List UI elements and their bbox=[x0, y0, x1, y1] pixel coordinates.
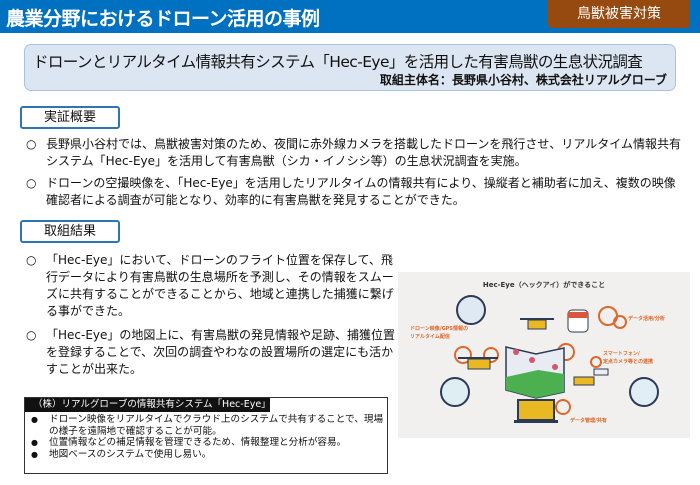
bullet-text: 長野県小谷村では、鳥獣被害対策のため、夜間に赤外線カメラを搭載したドローンを飛行… bbox=[46, 137, 682, 168]
folded-map-icon bbox=[505, 346, 565, 399]
page-title: 農業分野におけるドローン活用の事例 bbox=[6, 8, 320, 30]
list-item: 位置情報などの補足情報を管理できるため、情報整理と分析が容易。 bbox=[25, 437, 387, 449]
case-title: ドローンとリアルタイム情報共有システム「Hec-Eye」を活用した有害鳥獣の生息… bbox=[33, 53, 643, 71]
hec-eye-illustration: Hec-Eye（ヘックアイ）ができること ドローン映像/GPS情報の リアルタイ… bbox=[398, 272, 690, 438]
database-icon bbox=[567, 309, 589, 333]
laptop-icon bbox=[514, 399, 558, 423]
figure-label: データ管理/共有 bbox=[570, 417, 607, 424]
list-item: ドローン映像をリアルタイムでクラウド上のシステムで共有することで、現場の様子を遠… bbox=[25, 414, 387, 437]
bullet-text: 「Hec-Eye」の地図上に、有害鳥獣の発見情報や足跡、捕獲位置を登録することで… bbox=[46, 328, 396, 376]
city-scene-icon bbox=[456, 295, 486, 325]
drone-icon bbox=[520, 318, 554, 330]
section-label-overview: 実証概要 bbox=[20, 106, 120, 129]
figure-title: Hec-Eye（ヘックアイ）ができること bbox=[483, 280, 605, 289]
list-item: ○ 「Hec-Eye」の地図上に、有害鳥獣の発見情報や足跡、捕獲位置を登録すること… bbox=[26, 327, 398, 378]
list-item: ○ 長野県小谷村では、鳥獣被害対策のため、夜間に赤外線カメラを搭載したドローンを飛… bbox=[26, 136, 686, 169]
circle-bullet-icon: ○ bbox=[26, 253, 37, 267]
drone-icon bbox=[458, 357, 498, 370]
category-badge: 鳥獣被害対策 bbox=[548, 0, 690, 28]
circle-bullet-icon: ○ bbox=[26, 176, 37, 190]
bullet-text: ドローンの空撮映像を、「Hec-Eye」を活用したリアルタイムの情報共有により、… bbox=[46, 176, 676, 207]
list-item: ○ 「Hec-Eye」において、ドローンのフライト位置を保存して、飛行データにより… bbox=[26, 252, 398, 320]
subtitle-box: ドローンとリアルタイム情報共有システム「Hec-Eye」を活用した有害鳥獣の生息… bbox=[24, 44, 676, 91]
figure-label: 定点カメラ等との連携 bbox=[602, 358, 653, 365]
street-scene-icon bbox=[629, 377, 659, 407]
figure-label: リアルタイム配信 bbox=[410, 333, 450, 340]
organization: 取組主体名：長野県小谷村、株式会社リアルグローブ bbox=[379, 73, 667, 87]
results-bullet-list: ○ 「Hec-Eye」において、ドローンのフライト位置を保存して、飛行データにより… bbox=[26, 252, 398, 378]
overview-box: （株）リアルグローブの情報共有システム「Hec-Eye」の概要 ドローン映像をリ… bbox=[24, 397, 388, 474]
figure-label: ドローン映像/GPS情報の bbox=[410, 325, 468, 332]
bullet-text: 「Hec-Eye」において、ドローンのフライト位置を保存して、飛行データにより有… bbox=[46, 253, 394, 318]
list-item: 地図ベースのシステムで使用し易い。 bbox=[25, 449, 387, 461]
camera-icon bbox=[573, 368, 609, 386]
overview-title: （株）リアルグローブの情報共有システム「Hec-Eye」の概要 bbox=[25, 398, 299, 412]
section-label-results: 取組結果 bbox=[20, 220, 120, 243]
circle-bullet-icon: ○ bbox=[26, 137, 37, 151]
forest-scene-icon bbox=[440, 377, 470, 407]
figure-label: スマートフォン/ bbox=[603, 351, 640, 357]
list-item: ○ ドローンの空撮映像を、「Hec-Eye」を活用したリアルタイムの情報共有により… bbox=[26, 175, 686, 208]
overview-bullet-list: ○ 長野県小谷村では、鳥獣被害対策のため、夜間に赤外線カメラを搭載したドローンを飛… bbox=[26, 136, 686, 208]
circle-bullet-icon: ○ bbox=[26, 328, 37, 342]
figure-label: データ活用/分析 bbox=[628, 315, 665, 322]
